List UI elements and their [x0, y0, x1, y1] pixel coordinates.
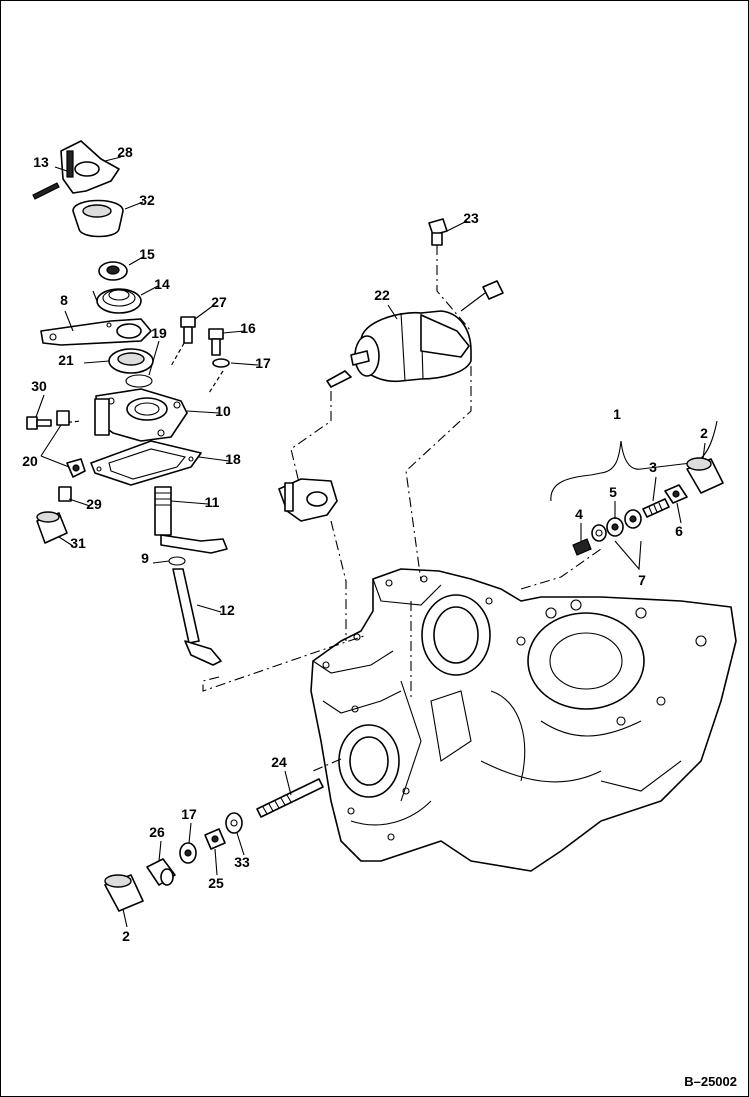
callout-c24: 24: [271, 754, 287, 770]
engine-block: [310, 568, 737, 872]
callout-c17b: 17: [181, 806, 197, 822]
callout-c12: 12: [219, 602, 235, 618]
callout-c2b: 2: [122, 928, 130, 944]
callout-c15: 15: [139, 246, 155, 262]
part-26-nut: [146, 858, 176, 886]
callout-c16: 16: [240, 320, 256, 336]
part-18-gasket: [90, 440, 202, 486]
part-17-washer-lower: [179, 842, 197, 864]
callout-c17a: 17: [255, 355, 271, 371]
callout-c30: 30: [31, 378, 47, 394]
callout-c28: 28: [117, 144, 133, 160]
part-13-pin: [32, 182, 60, 200]
part-19-oring: [125, 374, 153, 388]
callout-c31: 31: [70, 535, 86, 551]
part-7-washers: [591, 509, 642, 571]
callout-c21: 21: [58, 352, 74, 368]
callout-c7: 7: [638, 572, 646, 588]
part-30-bolt: [26, 416, 52, 430]
part-14-spring: [92, 288, 142, 314]
part-9-ring: [168, 556, 186, 566]
part-11-shaft: [154, 486, 228, 554]
callout-c11: 11: [205, 494, 220, 510]
part-31-cap: [36, 511, 68, 544]
part-8-lever: [40, 318, 152, 346]
part-24-stud: [256, 778, 324, 818]
part-2-cap: [104, 874, 144, 912]
part-6-nut: [664, 484, 688, 504]
part-32-collar: [72, 199, 124, 238]
callout-c9: 9: [141, 550, 149, 566]
callout-c19: 19: [151, 325, 167, 341]
part-22-solenoid: [326, 280, 504, 388]
callout-c5: 5: [609, 484, 617, 500]
part-21-seal: [108, 348, 154, 374]
callout-c14: 14: [154, 276, 170, 292]
part-4-screw: [572, 538, 592, 556]
part-12-rod: [172, 568, 222, 666]
callout-c25: 25: [208, 875, 224, 891]
callout-c20: 20: [22, 453, 38, 469]
part-3-screw: [642, 498, 670, 518]
callout-c29: 29: [86, 496, 102, 512]
assembly-lines: [60, 245, 602, 772]
part-2-sleeve: [686, 457, 724, 494]
callout-c13: 13: [33, 154, 49, 170]
callout-c33: 33: [234, 854, 250, 870]
part-20-fittings: [56, 410, 86, 478]
callout-c1: 1: [613, 406, 621, 422]
callout-c22: 22: [374, 287, 390, 303]
solenoid-link: [278, 478, 338, 522]
callout-c18: 18: [225, 451, 241, 467]
callout-c2a: 2: [700, 425, 708, 441]
part-23-bolt: [428, 218, 448, 246]
part-27-bolt: [180, 316, 196, 344]
callout-c8: 8: [60, 292, 68, 308]
part-15-nut: [98, 261, 128, 281]
part-29-bolt: [58, 486, 72, 502]
callout-c26: 26: [149, 824, 165, 840]
part-10-housing: [94, 388, 188, 442]
callout-c4: 4: [575, 506, 583, 522]
callout-c6: 6: [675, 523, 683, 539]
part-16-bolt: [208, 328, 224, 356]
callout-c23: 23: [463, 210, 479, 226]
leader-lines: [35, 156, 706, 928]
part-33-washer: [225, 812, 243, 834]
part-25-nut: [204, 828, 226, 850]
part-28-lever-bracket: [60, 140, 120, 194]
callout-c32: 32: [139, 192, 155, 208]
part-17-washer: [212, 358, 230, 368]
reference-code: B–25002: [684, 1074, 737, 1089]
callout-c10: 10: [215, 403, 231, 419]
callout-c27: 27: [211, 294, 227, 310]
callout-c3: 3: [649, 459, 657, 475]
